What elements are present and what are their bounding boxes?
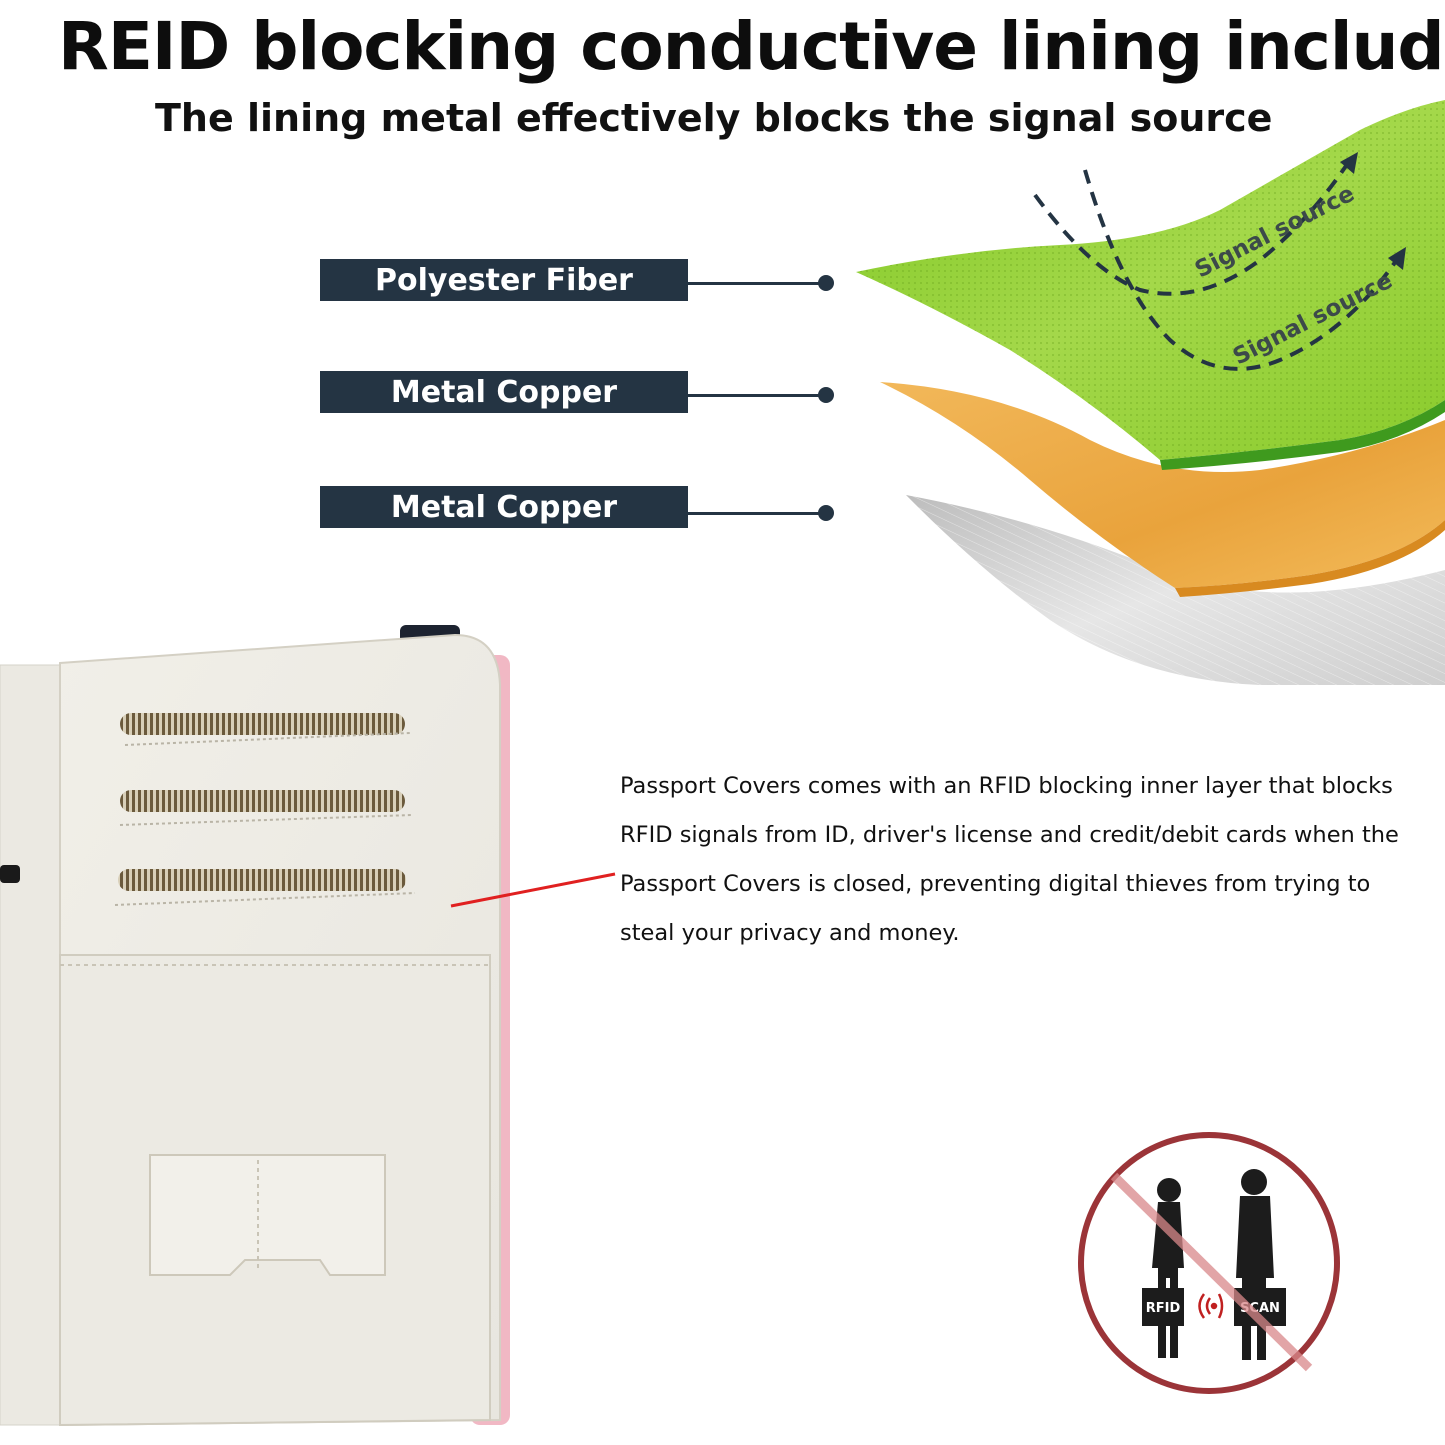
signal-arrow-icon bbox=[1083, 169, 1402, 371]
layer-label-copper-1: Metal Copper bbox=[320, 371, 688, 413]
signal-arrow-icon bbox=[1033, 158, 1352, 296]
card-holder bbox=[149, 1154, 386, 1276]
no-scan-icon: RFID SCAN bbox=[1078, 1132, 1340, 1394]
description-line: RFID signals from ID, driver's license a… bbox=[620, 822, 1399, 848]
passport-cover-photo bbox=[0, 625, 510, 1427]
leader-line bbox=[688, 512, 824, 515]
page-subtitle: The lining metal effectively blocks the … bbox=[155, 96, 1273, 140]
card-slot bbox=[118, 869, 406, 891]
rfid-label: RFID bbox=[1146, 1301, 1181, 1316]
leader-line bbox=[688, 394, 824, 397]
description-line: Passport Covers is closed, preventing di… bbox=[620, 871, 1371, 897]
pointer-line bbox=[450, 872, 616, 908]
card-slot bbox=[120, 713, 405, 735]
page-title: REID blocking conductive lining includin bbox=[58, 8, 1445, 85]
card-slot bbox=[120, 790, 405, 812]
layer-label-copper-2: Metal Copper bbox=[320, 486, 688, 528]
leader-dot bbox=[818, 387, 834, 403]
description: Passport Covers comes with an RFID block… bbox=[620, 762, 1420, 958]
layer-diagram: Signal source Signal source bbox=[856, 100, 1445, 685]
leader-dot bbox=[818, 505, 834, 521]
description-line: Passport Covers comes with an RFID block… bbox=[620, 773, 1393, 799]
leader-dot bbox=[818, 275, 834, 291]
layer-label-polyester: Polyester Fiber bbox=[320, 259, 688, 301]
rfid-wave-icon bbox=[1198, 1293, 1224, 1319]
copper-layer bbox=[880, 382, 1445, 588]
description-line: steal your privacy and money. bbox=[620, 920, 960, 946]
leader-line bbox=[688, 282, 824, 285]
